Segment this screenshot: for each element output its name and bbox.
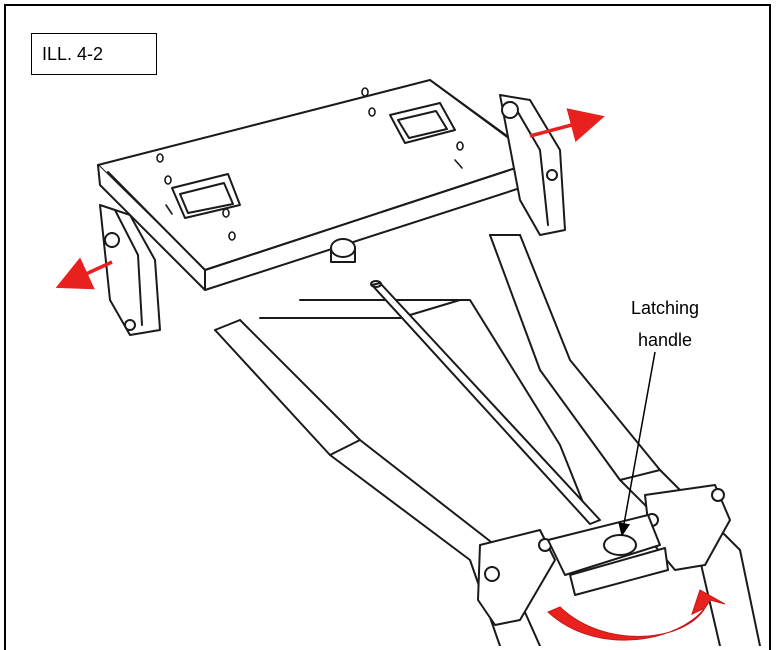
illustration-label: ILL. 4-2 bbox=[31, 33, 157, 75]
rotate-arrow bbox=[547, 589, 726, 641]
latch-plate-left bbox=[99, 204, 161, 336]
callout-leader bbox=[618, 351, 656, 537]
mounting-plate bbox=[97, 79, 546, 291]
latching-handle bbox=[547, 514, 669, 596]
plate-pad-left bbox=[171, 173, 241, 219]
latching-handle-callout: Latching handle bbox=[610, 292, 720, 356]
pull-arrow-right bbox=[529, 108, 605, 143]
plate-pad-right bbox=[389, 102, 456, 144]
hinge-bracket-left bbox=[477, 529, 556, 626]
cross-tube bbox=[370, 280, 601, 525]
latch-plate-right bbox=[499, 94, 566, 236]
callout-line-1: Latching bbox=[630, 298, 700, 318]
plate-slots bbox=[156, 87, 464, 241]
callout-line-2: handle bbox=[637, 330, 693, 350]
center-knob bbox=[330, 238, 356, 263]
pull-arrow-left bbox=[55, 257, 113, 290]
